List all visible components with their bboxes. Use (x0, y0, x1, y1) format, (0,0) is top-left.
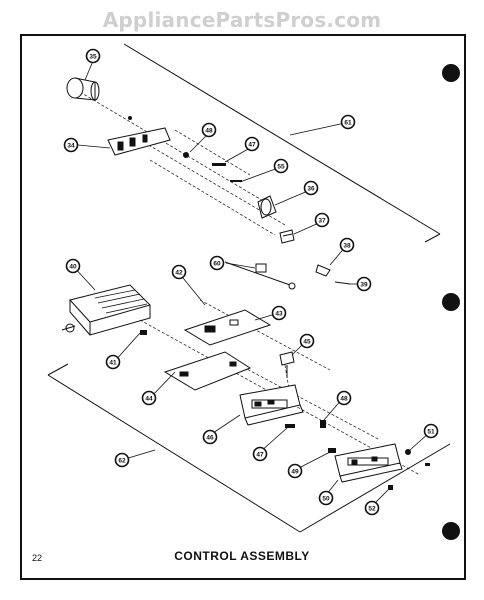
svg-text:51: 51 (427, 428, 435, 435)
svg-text:35: 35 (89, 53, 97, 60)
callout-51: 51 (423, 423, 439, 439)
part-control-module (61, 284, 151, 336)
callout-61: 61 (340, 114, 356, 130)
callout-35: 35 (85, 48, 101, 64)
callout-62: 62 (114, 452, 130, 468)
svg-text:43: 43 (275, 310, 283, 317)
watermark: AppliancePartsPros.com (102, 8, 382, 32)
callout-48: 48 (201, 122, 217, 138)
callout-34: 34 (63, 137, 79, 153)
callout-42: 42 (171, 264, 187, 280)
part-screw (140, 330, 147, 335)
callout-45: 45 (299, 333, 315, 349)
part-mounting-plate (163, 351, 252, 391)
svg-text:55: 55 (277, 163, 285, 170)
callout-47-lower: 47 (252, 446, 268, 462)
page-number: 22 (32, 553, 43, 563)
part-damper-cam (257, 195, 277, 219)
part-small-clips (315, 264, 351, 285)
svg-text:36: 36 (307, 185, 315, 192)
callout-47: 47 (244, 136, 260, 152)
page-title: CONTROL ASSEMBLY (174, 549, 310, 563)
callout-46: 46 (202, 429, 218, 445)
svg-text:39: 39 (360, 281, 368, 288)
callout-43: 43 (271, 305, 287, 321)
svg-text:48: 48 (340, 395, 348, 402)
callout-44: 44 (141, 390, 157, 406)
callout-37: 37 (314, 212, 330, 228)
diagram-frame (20, 34, 466, 580)
callout-48-lower: 48 (336, 390, 352, 406)
callout-50: 50 (318, 490, 334, 506)
callout-39: 39 (356, 276, 372, 292)
svg-text:42: 42 (175, 269, 183, 276)
svg-text:34: 34 (67, 142, 75, 149)
part-knob (279, 351, 295, 378)
svg-text:49: 49 (291, 468, 299, 475)
part-fasteners-upper (128, 116, 242, 182)
part-control-panel (334, 443, 403, 483)
svg-text:48: 48 (205, 127, 213, 134)
part-circuit-board (183, 309, 272, 346)
callout-41: 41 (105, 354, 121, 370)
svg-text:45: 45 (303, 338, 311, 345)
svg-text:50: 50 (322, 495, 330, 502)
lower-assembly-outline (47, 363, 451, 533)
callout-40: 40 (65, 258, 81, 274)
alignment-lines-upper (79, 91, 286, 236)
callouts: 35 34 48 47 55 36 37 61 38 39 60 40 42 4… (63, 48, 439, 516)
svg-text:37: 37 (318, 217, 326, 224)
callout-36: 36 (303, 180, 319, 196)
svg-text:40: 40 (69, 263, 77, 270)
part-motor (66, 77, 100, 101)
svg-text:41: 41 (109, 359, 117, 366)
binder-hole (442, 64, 460, 82)
part-thermostat-rod (224, 261, 296, 290)
callout-38: 38 (339, 237, 355, 253)
svg-text:38: 38 (343, 242, 351, 249)
callout-60: 60 (209, 255, 225, 271)
svg-text:46: 46 (206, 434, 214, 441)
svg-text:44: 44 (145, 395, 153, 402)
part-bracket (107, 127, 171, 156)
upper-assembly-outline (123, 43, 441, 243)
part-control-housing (239, 384, 304, 426)
binder-hole (442, 522, 460, 540)
callout-49: 49 (287, 463, 303, 479)
svg-text:62: 62 (118, 457, 126, 464)
binder-hole (442, 293, 460, 311)
svg-text:47: 47 (256, 451, 264, 458)
svg-text:60: 60 (213, 260, 221, 267)
svg-text:47: 47 (248, 141, 256, 148)
callout-52: 52 (364, 500, 380, 516)
svg-text:61: 61 (344, 119, 352, 126)
part-fasteners-lower (285, 420, 430, 490)
callout-55: 55 (273, 158, 289, 174)
svg-text:52: 52 (368, 505, 376, 512)
part-clip (279, 229, 295, 244)
leader-lines (72, 60, 431, 507)
